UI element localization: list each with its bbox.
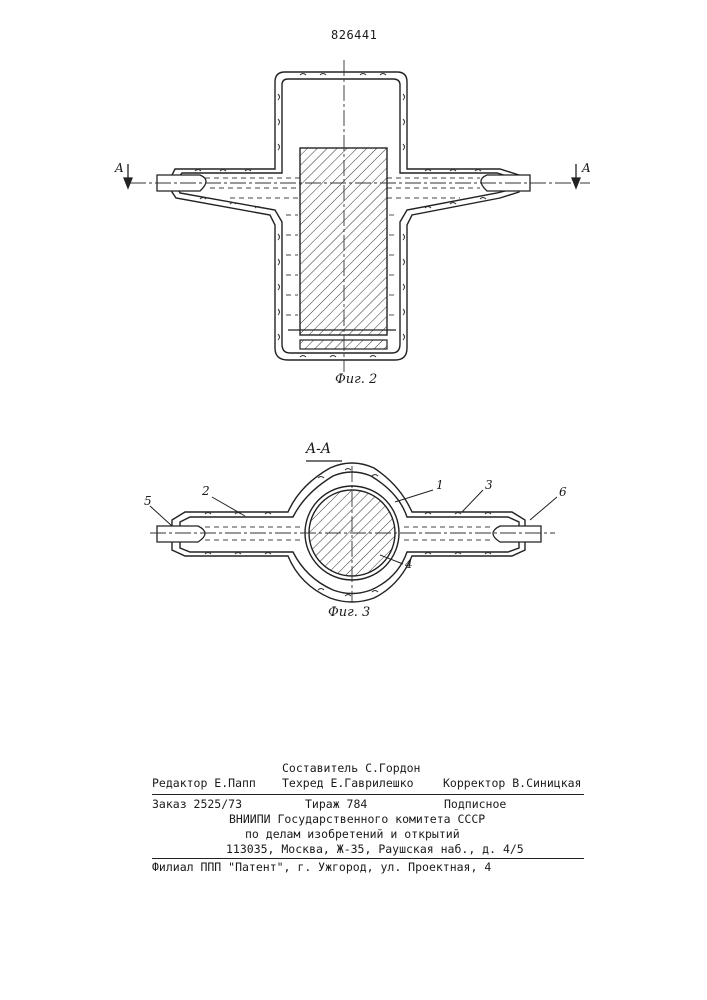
ref-4: 4: [405, 557, 413, 571]
order-line: Заказ 2525/73: [152, 797, 242, 811]
divider-bottom: [152, 858, 584, 859]
editor-line: Редактор Е.Папп: [152, 776, 256, 790]
techred-line: Техред Е.Гаврилешко: [282, 776, 414, 790]
ref-5: 5: [144, 494, 152, 508]
ref-1: 1: [436, 478, 444, 492]
core-block: [300, 148, 387, 335]
section-title: A-A: [306, 441, 331, 457]
address-line: 113035, Москва, Ж-35, Раушская наб., д. …: [226, 842, 524, 856]
figure-2-caption: Фиг. 2: [335, 372, 377, 387]
ref-2: 2: [202, 484, 210, 498]
section-mark-left: A: [115, 161, 124, 175]
divider-top: [152, 794, 584, 795]
ref-3: 3: [485, 478, 493, 492]
org-line-2: по делам изобретений и открытий: [245, 827, 460, 841]
org-line-1: ВНИИПИ Государственного комитета СССР: [229, 812, 485, 826]
compiler-line: Составитель С.Гордон: [282, 761, 420, 775]
branch-line: Филиал ППП "Патент", г. Ужгород, ул. Про…: [152, 860, 491, 874]
subscription-line: Подписное: [444, 797, 506, 811]
circulation-line: Тираж 784: [305, 797, 367, 811]
section-mark-right: A: [582, 161, 591, 175]
ref-6: 6: [559, 485, 567, 499]
corrector-line: Корректор В.Синицкая: [443, 776, 581, 790]
figure-3-caption: Фиг. 3: [328, 605, 370, 620]
base-plate: [300, 340, 387, 349]
